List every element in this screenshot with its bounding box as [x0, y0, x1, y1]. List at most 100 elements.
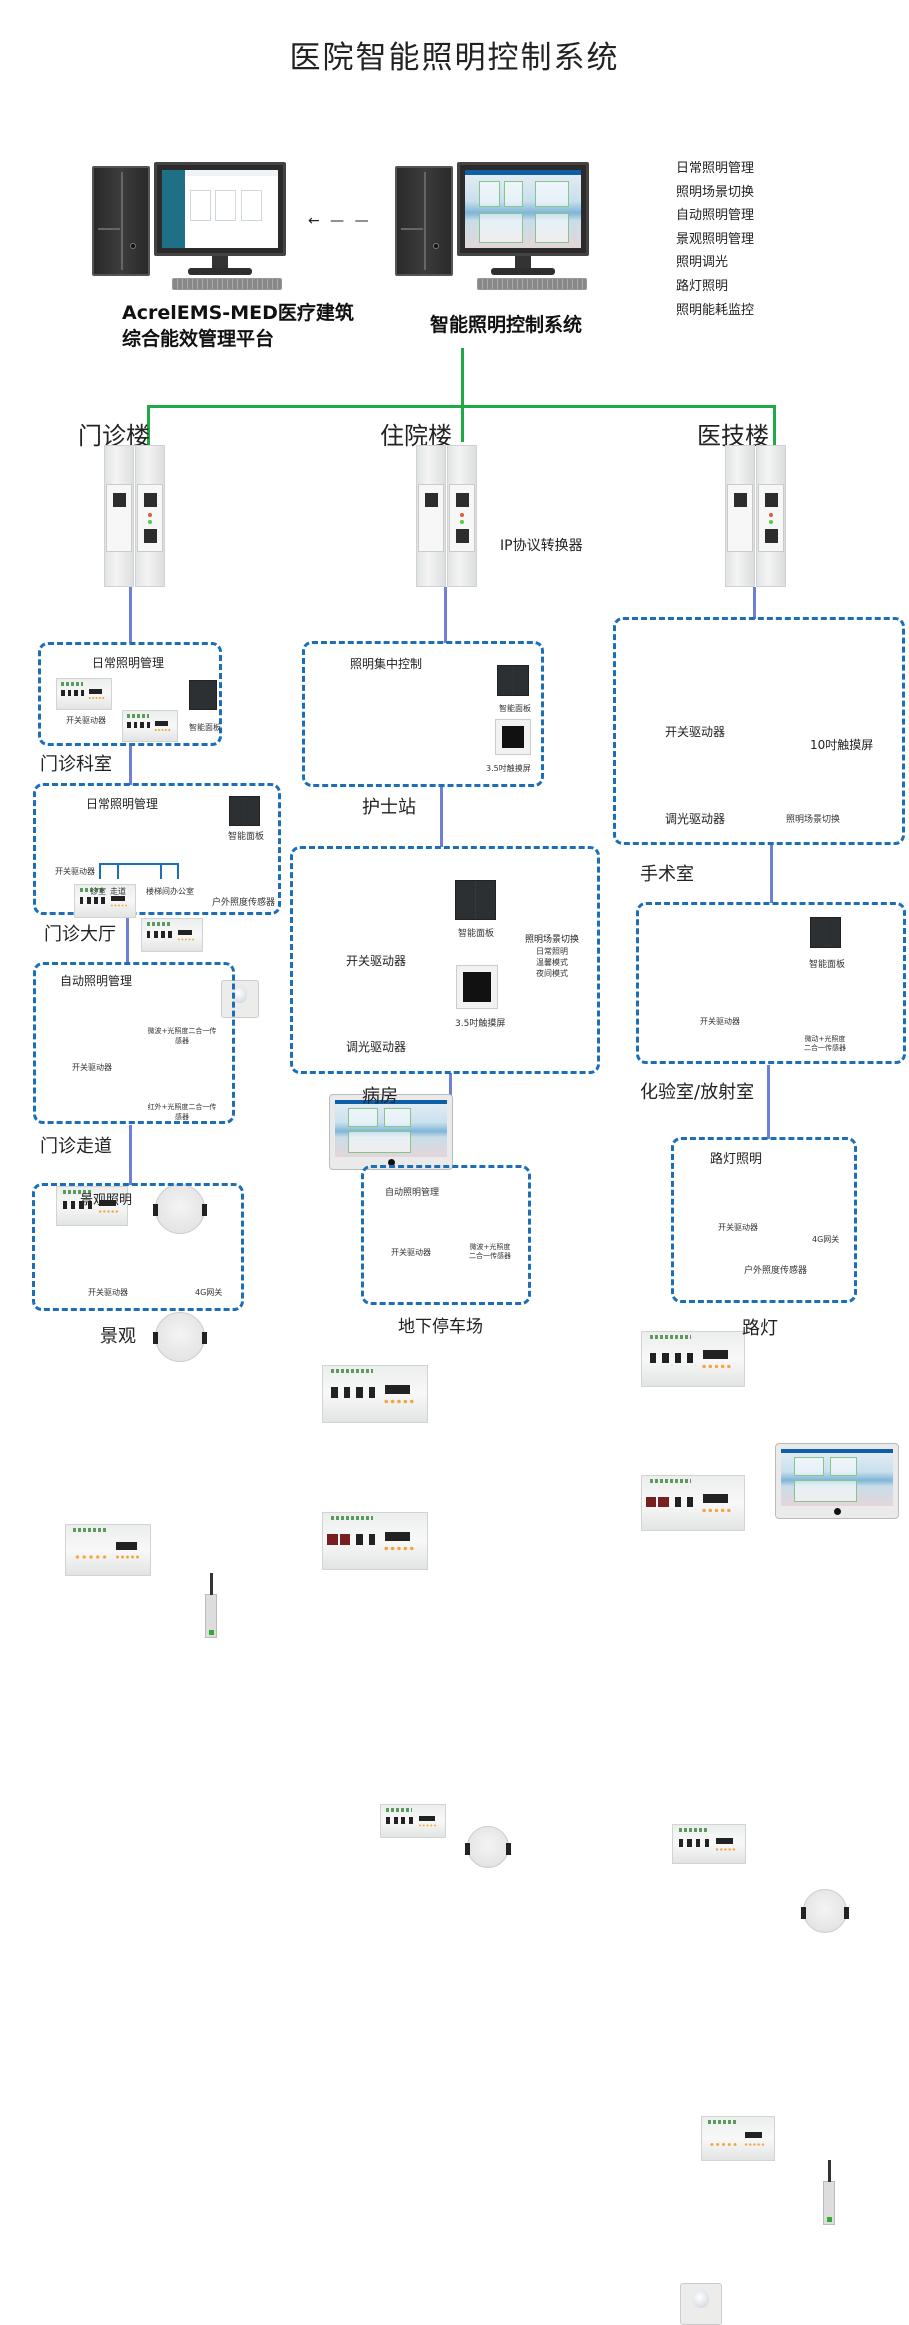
backbone-line-vertical [461, 348, 464, 442]
monitor-icon [154, 162, 286, 256]
pc-tower-icon [395, 166, 453, 276]
zone-heading: 日常照明管理 [92, 656, 165, 670]
circuit-label: 办公室 [170, 887, 194, 896]
device-label: 微波+光照度 二合一传感器 [469, 1243, 511, 1260]
zone-box-street-light [671, 1137, 857, 1303]
device-label: 微波+光照度二合一传感器 [147, 1027, 217, 1045]
scene-item: 温馨模式 [536, 958, 568, 967]
branch-line [444, 587, 447, 643]
device-label: 开关驱动器 [88, 1288, 128, 1297]
section-label: 化验室/放射室 [640, 1082, 755, 1103]
zone-box-parking [361, 1165, 531, 1305]
section-label: 门诊科室 [40, 754, 112, 775]
touchscreen-3-5-device [495, 719, 531, 755]
smart-panel-device [810, 917, 841, 948]
switch-driver-device [74, 884, 136, 918]
zone-heading: 日常照明管理 [86, 797, 159, 811]
branch-line [767, 1065, 770, 1139]
switch-driver-device [380, 1804, 446, 1838]
branch-line [129, 587, 132, 643]
smart-panel-device [229, 796, 260, 826]
4g-gateway-device [823, 2160, 835, 2225]
zone-box-nurse-station [302, 641, 544, 787]
device-label: 调光驱动器 [665, 812, 726, 826]
scene-title: 照明场景切换 [524, 935, 579, 945]
device-label: 3.5吋触摸屏 [455, 1019, 506, 1029]
zone-heading: 自动照明管理 [60, 974, 133, 988]
function-item: 照明调光 [676, 255, 729, 271]
data-flow-arrow: ← — — [308, 213, 372, 229]
branch-line [129, 1125, 132, 1185]
ip-converter-device [725, 445, 787, 587]
dimmer-driver-device [641, 1475, 745, 1531]
device-label: 红外+光照度二合一传感器 [147, 1103, 217, 1121]
device-label: 微动+光照度 二合一传感器 [804, 1035, 846, 1052]
motion-light-sensor [801, 1889, 849, 1933]
device-label: 开关驱动器 [700, 1017, 740, 1026]
switch-driver-device [672, 1824, 746, 1864]
device-label: 开关驱动器 [72, 1063, 112, 1072]
scene-item: 日常照明 [536, 947, 568, 956]
zone-box-operating-room [613, 617, 905, 845]
function-item: 照明能耗监控 [676, 302, 755, 318]
smart-panel-device [455, 880, 496, 920]
backbone-drop-yj [773, 405, 776, 447]
outdoor-illuminance-sensor [680, 2283, 722, 2325]
device-label: 开关驱动器 [346, 954, 407, 968]
switch-driver-device [322, 1365, 428, 1423]
scene-label: 照明场景切换 [786, 815, 841, 825]
outdoor-illuminance-sensor [221, 980, 259, 1018]
device-label: 开关驱动器 [718, 1223, 758, 1232]
switch-driver-device [701, 2116, 775, 2161]
branch-line [770, 845, 773, 903]
device-label: 智能面板 [228, 832, 265, 842]
zone-box-outpatient-corridor [33, 962, 235, 1124]
backbone-drop-mz [147, 405, 150, 447]
section-label: 病房 [362, 1086, 398, 1107]
energy-platform-label: AcrelEMS-MED医疗建筑 综合能效管理平台 [122, 302, 354, 350]
device-label: 户外照度传感器 [744, 1266, 808, 1276]
device-label: 开关驱动器 [665, 725, 726, 739]
switch-driver-device [122, 710, 178, 742]
device-label: 调光驱动器 [346, 1040, 407, 1054]
keyboard-icon [477, 278, 587, 290]
ip-converter-device [104, 445, 166, 587]
switch-driver-device [641, 1331, 745, 1387]
device-label: 智能面板 [499, 704, 531, 713]
monitor-icon [457, 162, 589, 256]
switch-driver-device [141, 918, 203, 952]
smart-panel-device [189, 680, 217, 710]
ip-converter-device [416, 445, 478, 587]
microwave-light-sensor [465, 1826, 511, 1868]
branch-line [753, 587, 756, 619]
function-list: 日常照明管理 照明场景切换 自动照明管理 景观照明管理 照明调光 路灯照明 照明… [676, 157, 754, 322]
device-label: 智能面板 [458, 929, 495, 939]
section-label: 门诊走道 [40, 1136, 112, 1157]
zone-heading: 照明集中控制 [350, 657, 423, 671]
section-label: 路灯 [742, 1318, 778, 1339]
device-label: 智能面板 [809, 960, 846, 970]
device-label: 开关驱动器 [55, 867, 95, 876]
device-label: 4G网关 [195, 1288, 223, 1297]
section-label: 手术室 [640, 864, 694, 885]
function-item: 日常照明管理 [676, 161, 755, 176]
branch-line [440, 787, 443, 847]
branch-line [129, 745, 132, 785]
device-label: 户外照度传感器 [212, 898, 276, 908]
circuit-bus-line [99, 863, 179, 865]
energy-platform-pc [92, 162, 292, 290]
4g-gateway-device [205, 1573, 217, 1638]
pc-tower-icon [92, 166, 150, 276]
central-control-touchscreen [329, 1094, 453, 1170]
switch-driver-device [65, 1524, 151, 1576]
scene-item: 夜间模式 [536, 969, 568, 978]
zone-heading: 景观照明 [80, 1193, 133, 1208]
device-label: 智能面板 [189, 723, 221, 732]
circuit-label: 楼梯间 [146, 887, 170, 896]
device-label: 开关驱动器 [391, 1248, 431, 1257]
smart-panel-device [497, 665, 529, 696]
lighting-control-pc [395, 162, 595, 290]
circuit-label: 走道 [110, 887, 126, 896]
backbone-line-horizontal [147, 405, 776, 408]
device-label: 开关驱动器 [66, 716, 106, 725]
